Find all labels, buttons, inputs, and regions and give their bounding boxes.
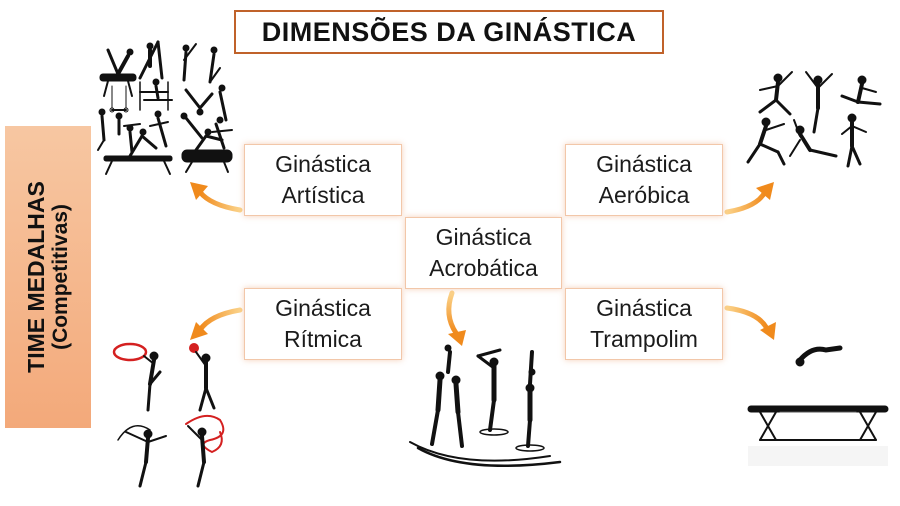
arrow-acrobatica [446,290,466,346]
arrow-ritmica [190,307,243,340]
node-ritmica-line1: Ginástica [275,294,371,321]
artistica-silhouettes [97,40,233,175]
node-ginastica-aerobica: Ginástica Aeróbica [565,144,723,216]
node-ginastica-artistica: Ginástica Artística [244,144,402,216]
node-acrobatica-line1: Ginástica [435,223,532,250]
aerobica-silhouettes [746,71,882,168]
node-ginastica-ritmica: Ginástica Rítmica [244,288,402,360]
arrow-aerobica [724,182,774,215]
node-ritmica-line2: Rítmica [284,326,362,352]
node-ginastica-trampolim: Ginástica Trampolim [565,288,723,360]
node-aerobica-line2: Aeróbica [598,182,690,208]
trampolim-illustration [747,345,889,466]
acrobatica-silhouettes [409,344,562,468]
arrow-artistica [190,182,243,213]
side-label-box [5,126,91,428]
node-artistica-line2: Artística [281,182,365,208]
node-trampolim-line2: Trampolim [590,326,698,352]
node-trampolim-line1: Ginástica [596,294,692,321]
node-aerobica-line1: Ginástica [596,150,692,177]
arrow-trampolim [724,305,776,340]
node-artistica-line1: Ginástica [275,150,371,177]
ritmica-silhouettes [112,342,225,488]
diagram-title: DIMENSÕES DA GINÁSTICA [234,10,664,54]
node-acrobatica-line2: Acrobática [429,255,538,281]
node-ginastica-acrobatica: Ginástica Acrobática [405,217,562,289]
